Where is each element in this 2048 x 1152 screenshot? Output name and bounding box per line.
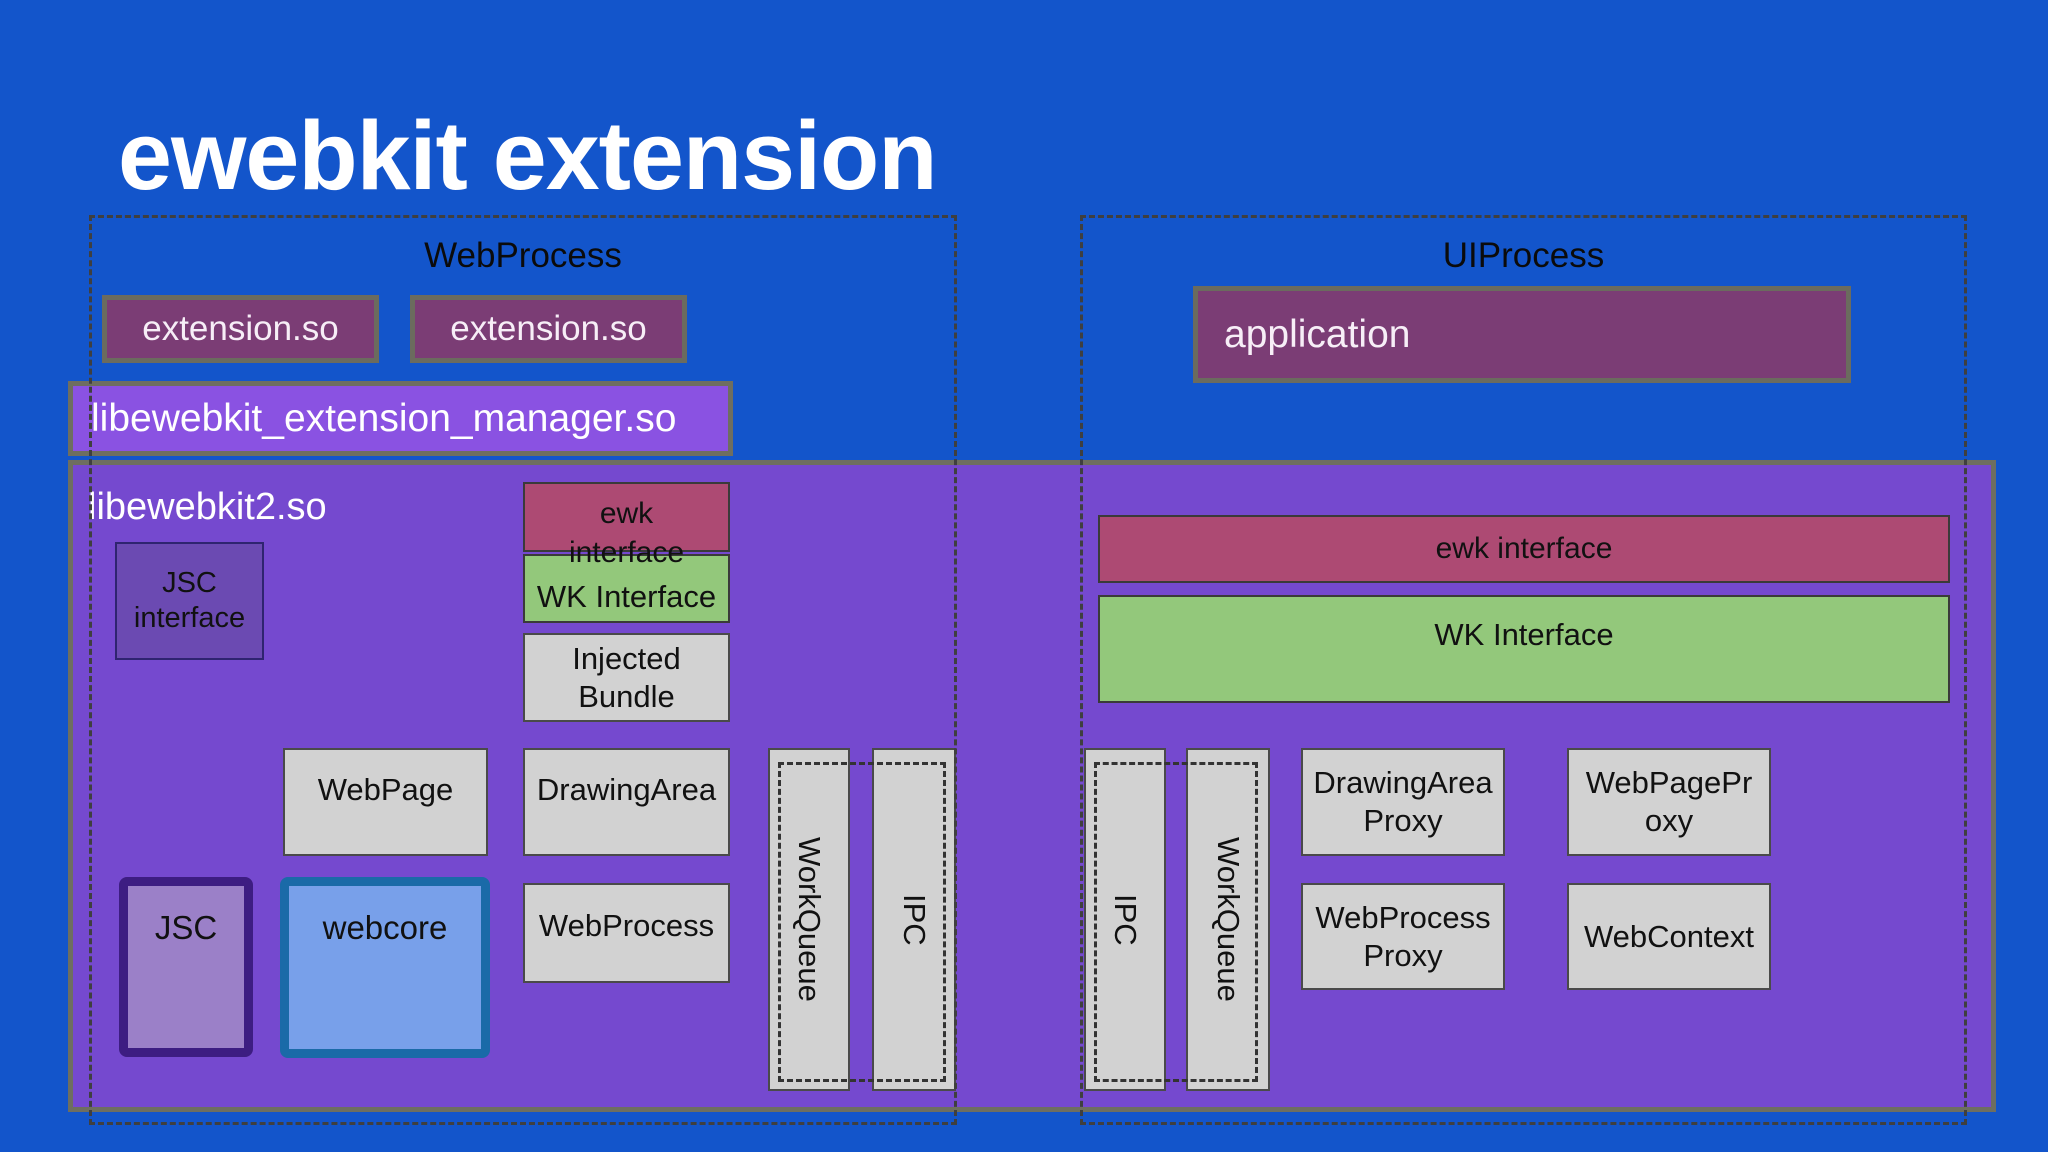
webcore-box: webcore	[280, 877, 490, 1058]
wk-interface-box-left: WK Interface	[523, 554, 730, 623]
webprocess-region-label: WebProcess	[424, 236, 622, 275]
ewk-interface-box-left	[523, 482, 730, 552]
webprocess-box: WebProcess	[523, 883, 730, 983]
drawingarea-proxy-box: DrawingArea Proxy	[1301, 748, 1505, 856]
webcontext-box: WebContext	[1567, 883, 1771, 990]
extension-so-box-1: extension.so	[102, 295, 379, 363]
uiprocess-region-label: UIProcess	[1442, 236, 1605, 275]
jsc-interface-box: JSC interface	[115, 542, 264, 660]
jsc-box: JSC	[119, 877, 253, 1057]
webpage-box: WebPage	[283, 748, 488, 856]
drawingarea-box: DrawingArea	[523, 748, 730, 856]
page-title: ewebkit extension	[118, 101, 938, 210]
ipc-box-left: IPC	[872, 748, 956, 1091]
injected-bundle-box: Injected Bundle	[523, 633, 730, 722]
ewk-interface-box-right: ewk interface	[1098, 515, 1950, 583]
wk-interface-box-right: WK Interface	[1098, 595, 1950, 703]
extension-so-box-2: extension.so	[410, 295, 687, 363]
application-box: application	[1193, 286, 1851, 383]
workqueue-box-left: WorkQueue	[768, 748, 850, 1091]
extension-manager-box: libewebkit_extension_manager.so	[68, 381, 733, 456]
webpageproxy-box: WebPagePr oxy	[1567, 748, 1771, 856]
webprocess-proxy-box: WebProcess Proxy	[1301, 883, 1505, 990]
workqueue-box-right: WorkQueue	[1186, 748, 1270, 1091]
ipc-box-right: IPC	[1084, 748, 1166, 1091]
libewebkit2-label: libewebkit2.so	[88, 486, 327, 528]
